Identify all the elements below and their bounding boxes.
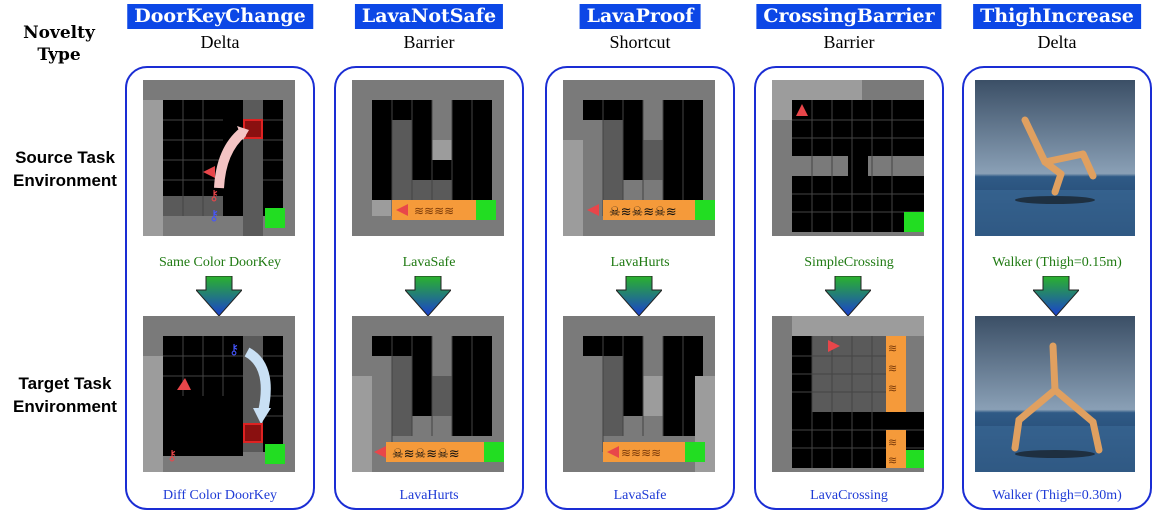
transition-arrow-icon [405,276,451,316]
source-env-label: LavaSafe [331,255,527,271]
novelty-tag: LavaNotSafe [355,4,503,29]
source-env-grid: ⚷ ⚷ [143,80,295,236]
svg-text:⚷: ⚷ [209,188,219,204]
svg-text:≋: ≋ [888,342,897,355]
novelty-type: Barrier [331,32,527,53]
column-lavanotsafe: LavaNotSafe Barrier ≋≋≋≋ LavaSafe [331,0,527,516]
target-env-label: LavaHurts [331,488,527,504]
svg-text:⚷: ⚷ [209,208,219,224]
target-env-label: Walker (Thigh=0.30m) [959,488,1155,504]
transition-arrow-icon [825,276,871,316]
column-lavaproof: LavaProof Shortcut ☠≋☠≋☠≋ LavaHurts [542,0,738,516]
svg-text:⚷: ⚷ [229,342,239,358]
target-row-label: Target Task Environment [0,372,130,418]
source-env-grid: ☠≋☠≋☠≋ [563,80,715,236]
transition-arrow-icon [616,276,662,316]
novelty-tag: LavaProof [580,4,701,29]
transition-arrow-icon [1033,276,1079,316]
novelty-tag: DoorKeyChange [127,4,313,29]
target-env-grid: ≋≋≋≋ [563,316,715,472]
svg-text:☠≋☠≋☠≋: ☠≋☠≋☠≋ [392,447,460,462]
target-env-label: Diff Color DoorKey [122,488,318,504]
novelty-tag: CrossingBarrier [756,4,941,29]
svg-text:☠≋☠≋☠≋: ☠≋☠≋☠≋ [609,205,677,220]
transition-arrow-icon [196,276,242,316]
novelty-type: Barrier [751,32,947,53]
svg-text:≋: ≋ [888,454,897,467]
target-walker-image [975,316,1135,472]
svg-text:≋≋≋≋: ≋≋≋≋ [414,204,454,218]
target-env-grid: ≋ ≋ ≋ ≋ ≋ [772,316,924,472]
novelty-tag: ThighIncrease [973,4,1141,29]
svg-text:⚷: ⚷ [167,448,177,464]
novelty-type: Delta [959,32,1155,53]
target-env-label: LavaSafe [542,488,738,504]
column-thighincrease: ThighIncrease Delta Walker (Thigh=0.15m) [959,0,1155,516]
source-row-label: Source Task Environment [0,146,130,192]
source-env-grid [772,80,924,236]
source-env-label: Same Color DoorKey [122,255,318,271]
column-doorkeychange: DoorKeyChange Delta ⚷ ⚷ [122,0,318,516]
target-env-label: LavaCrossing [751,488,947,504]
source-env-label: LavaHurts [542,255,738,271]
column-crossingbarrier: CrossingBarrier Barrier SimpleCrossing [751,0,947,516]
source-walker-image [975,80,1135,236]
svg-text:≋: ≋ [888,436,897,449]
svg-text:≋: ≋ [888,382,897,395]
novelty-type: Delta [122,32,318,53]
target-env-grid: ⚷ ⚷ [143,316,295,472]
source-env-label: SimpleCrossing [751,255,947,271]
target-env-grid: ☠≋☠≋☠≋ [352,316,504,472]
svg-text:≋: ≋ [888,362,897,375]
source-env-grid: ≋≋≋≋ [352,80,504,236]
source-env-label: Walker (Thigh=0.15m) [959,255,1155,271]
novelty-type-header: Novelty Type [14,22,104,66]
svg-text:≋≋≋≋: ≋≋≋≋ [621,446,661,460]
novelty-type: Shortcut [542,32,738,53]
